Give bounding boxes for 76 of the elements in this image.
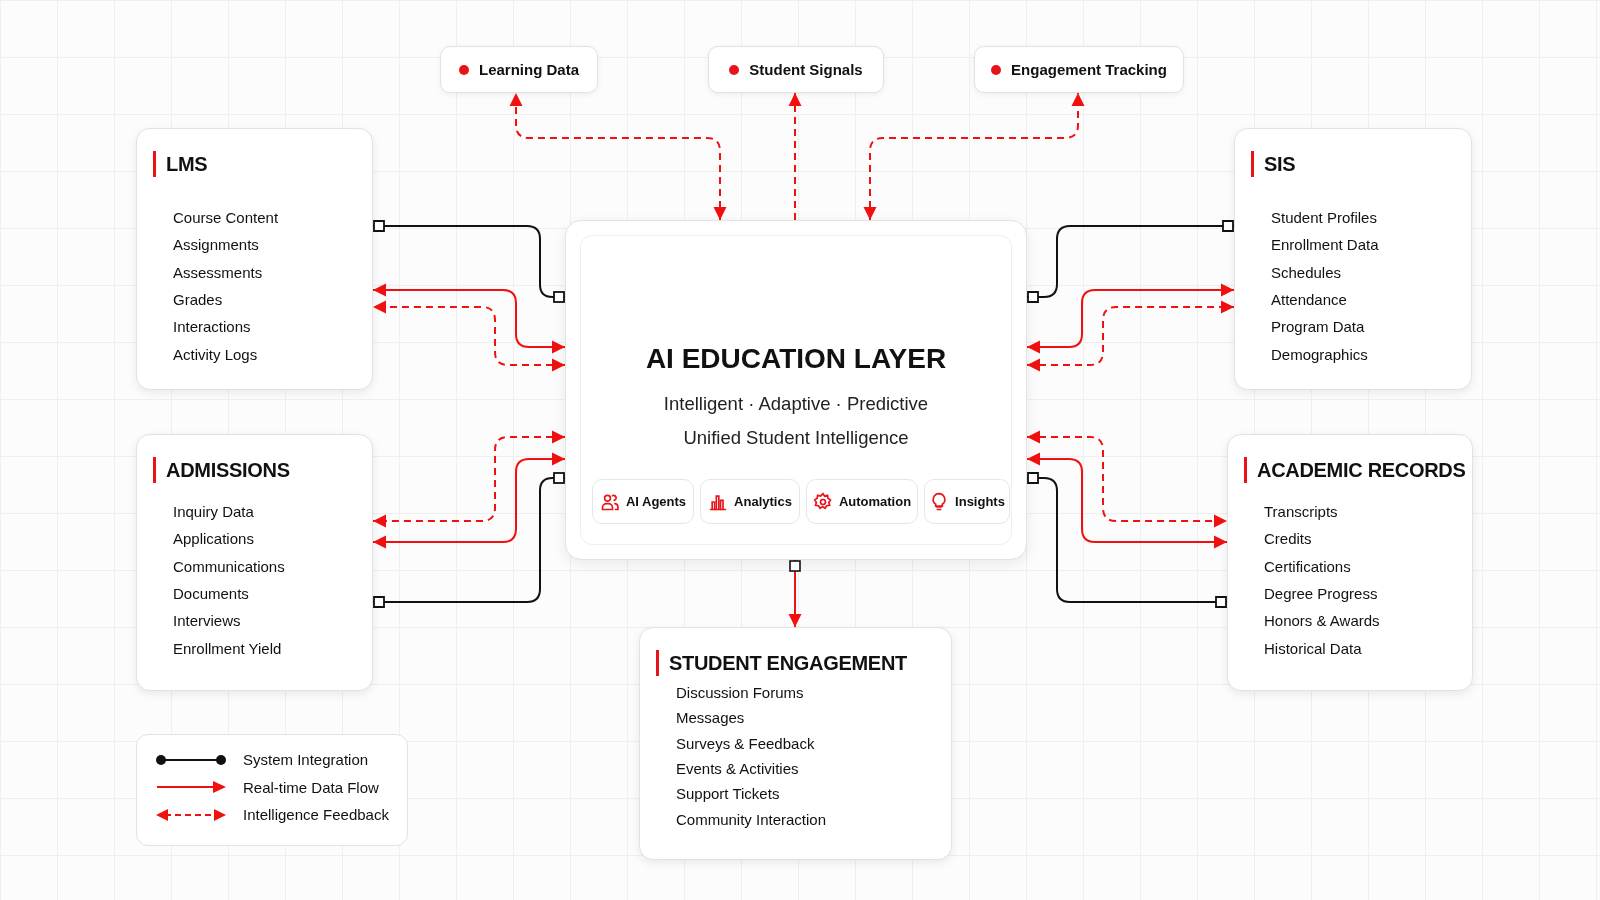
list-item: Activity Logs: [173, 345, 258, 363]
arrow: [372, 300, 566, 372]
arrow: [1026, 300, 1235, 372]
chip-label: Insights: [955, 494, 1005, 509]
list-item: Surveys & Feedback: [676, 734, 815, 752]
list-item: Attendance: [1271, 290, 1347, 308]
list-item: Course Content: [173, 209, 279, 226]
list-item: Discussion Forums: [676, 684, 804, 701]
list-item: Assignments: [173, 236, 259, 254]
system-card: [136, 434, 373, 691]
list-item: Communications: [173, 557, 285, 575]
list-item: Demographics: [1271, 345, 1368, 363]
system-card: [1227, 434, 1473, 691]
section-heading: LMS: [153, 151, 208, 177]
section-heading: STUDENT ENGAGEMENT: [656, 650, 907, 676]
list-item: Student Profiles: [1271, 209, 1377, 226]
feature-chip: [806, 479, 918, 524]
section-heading: ADMISSIONS: [153, 457, 290, 483]
feature-chip: [592, 479, 694, 524]
section-heading: ACADEMIC RECORDS: [1244, 457, 1466, 483]
list-item: Enrollment Data: [1271, 236, 1379, 254]
system-card: [1234, 128, 1472, 390]
list-item: Honors & Awards: [1264, 612, 1380, 630]
arrow: [1026, 430, 1228, 528]
list-item: Credits: [1264, 530, 1312, 548]
arrow: [788, 92, 802, 221]
list-item: Messages: [676, 709, 745, 727]
chip-label: AI Agents: [625, 494, 687, 509]
list-item: Degree Progress: [1264, 584, 1378, 602]
tagline: Intelligent · Adaptive · Predictive: [662, 393, 930, 415]
list-item: Support Tickets: [676, 785, 780, 803]
arrow: [1026, 452, 1228, 549]
connector-line: [1026, 472, 1228, 608]
list-item: Assessments: [173, 263, 263, 281]
list-item: Schedules: [1271, 263, 1342, 281]
section-heading: SIS: [1251, 151, 1296, 177]
list-item: Events & Activities: [676, 759, 799, 777]
list-item: Documents: [173, 584, 249, 602]
chip-label: Analytics: [734, 494, 792, 509]
layer-title: AI EDUCATION LAYER: [644, 343, 948, 375]
arrow: [863, 92, 1085, 221]
list-item: Historical Data: [1264, 639, 1362, 657]
list-item: Grades: [173, 290, 223, 308]
tag-pill: [440, 46, 598, 93]
connector-line: [1026, 220, 1235, 303]
list-item: Interactions: [173, 318, 251, 336]
legend-label: System Integration: [243, 751, 369, 768]
connector-line: [372, 472, 566, 608]
arrow: [1026, 283, 1235, 354]
list-item: Enrollment Yield: [173, 639, 282, 657]
chip-label: Automation: [838, 494, 912, 509]
legend-label: Intelligence Feedback: [243, 806, 389, 823]
tag-pill: [974, 46, 1184, 93]
tag-label: Engagement Tracking: [1011, 61, 1167, 78]
arrow: [372, 283, 566, 354]
tag-pill: [708, 46, 884, 93]
list-item: Transcripts: [1264, 503, 1338, 520]
list-item: Program Data: [1271, 318, 1365, 336]
legend-label: Real-time Data Flow: [243, 778, 379, 796]
list-item: Certifications: [1264, 557, 1351, 575]
connector-line: [372, 220, 566, 303]
feature-chip: [700, 479, 800, 524]
list-item: Community Interaction: [676, 810, 827, 828]
tag-label: Student Signals: [749, 61, 863, 78]
hub-card: [565, 220, 1027, 560]
arrow: [509, 92, 727, 221]
list-item: Inquiry Data: [173, 503, 254, 520]
feature-chip: [924, 479, 1010, 524]
subtitle: Unified Student Intelligence: [682, 427, 910, 449]
arrow: [372, 452, 566, 549]
system-card: [639, 627, 952, 860]
list-item: Applications: [173, 530, 254, 548]
tag-label: Learning Data: [479, 61, 579, 78]
list-item: Interviews: [173, 612, 241, 630]
system-card: [136, 128, 373, 390]
arrow: [372, 430, 566, 528]
